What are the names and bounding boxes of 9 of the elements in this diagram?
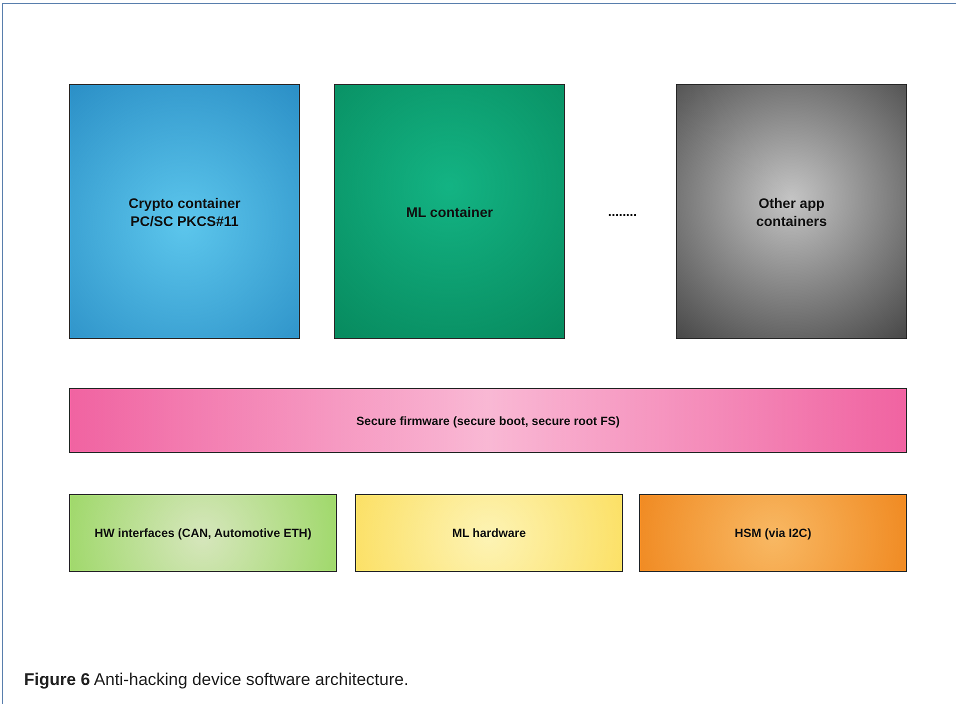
firmware-layer: Secure firmware (secure boot, secure root FS)	[69, 388, 907, 453]
hardware-box: HW interfaces (CAN, Automotive ETH)	[69, 494, 337, 572]
container-box: Other app containers	[676, 84, 907, 339]
hardware-box: ML hardware	[355, 494, 623, 572]
container-box: ML container	[334, 84, 565, 339]
figure-caption: Figure 6 Anti-hacking device software architecture.	[24, 670, 409, 690]
hardware-box: HSM (via I2C)	[639, 494, 907, 572]
ellipsis-text: ........	[608, 204, 637, 219]
container-box: Crypto container PC/SC PKCS#11	[69, 84, 300, 339]
